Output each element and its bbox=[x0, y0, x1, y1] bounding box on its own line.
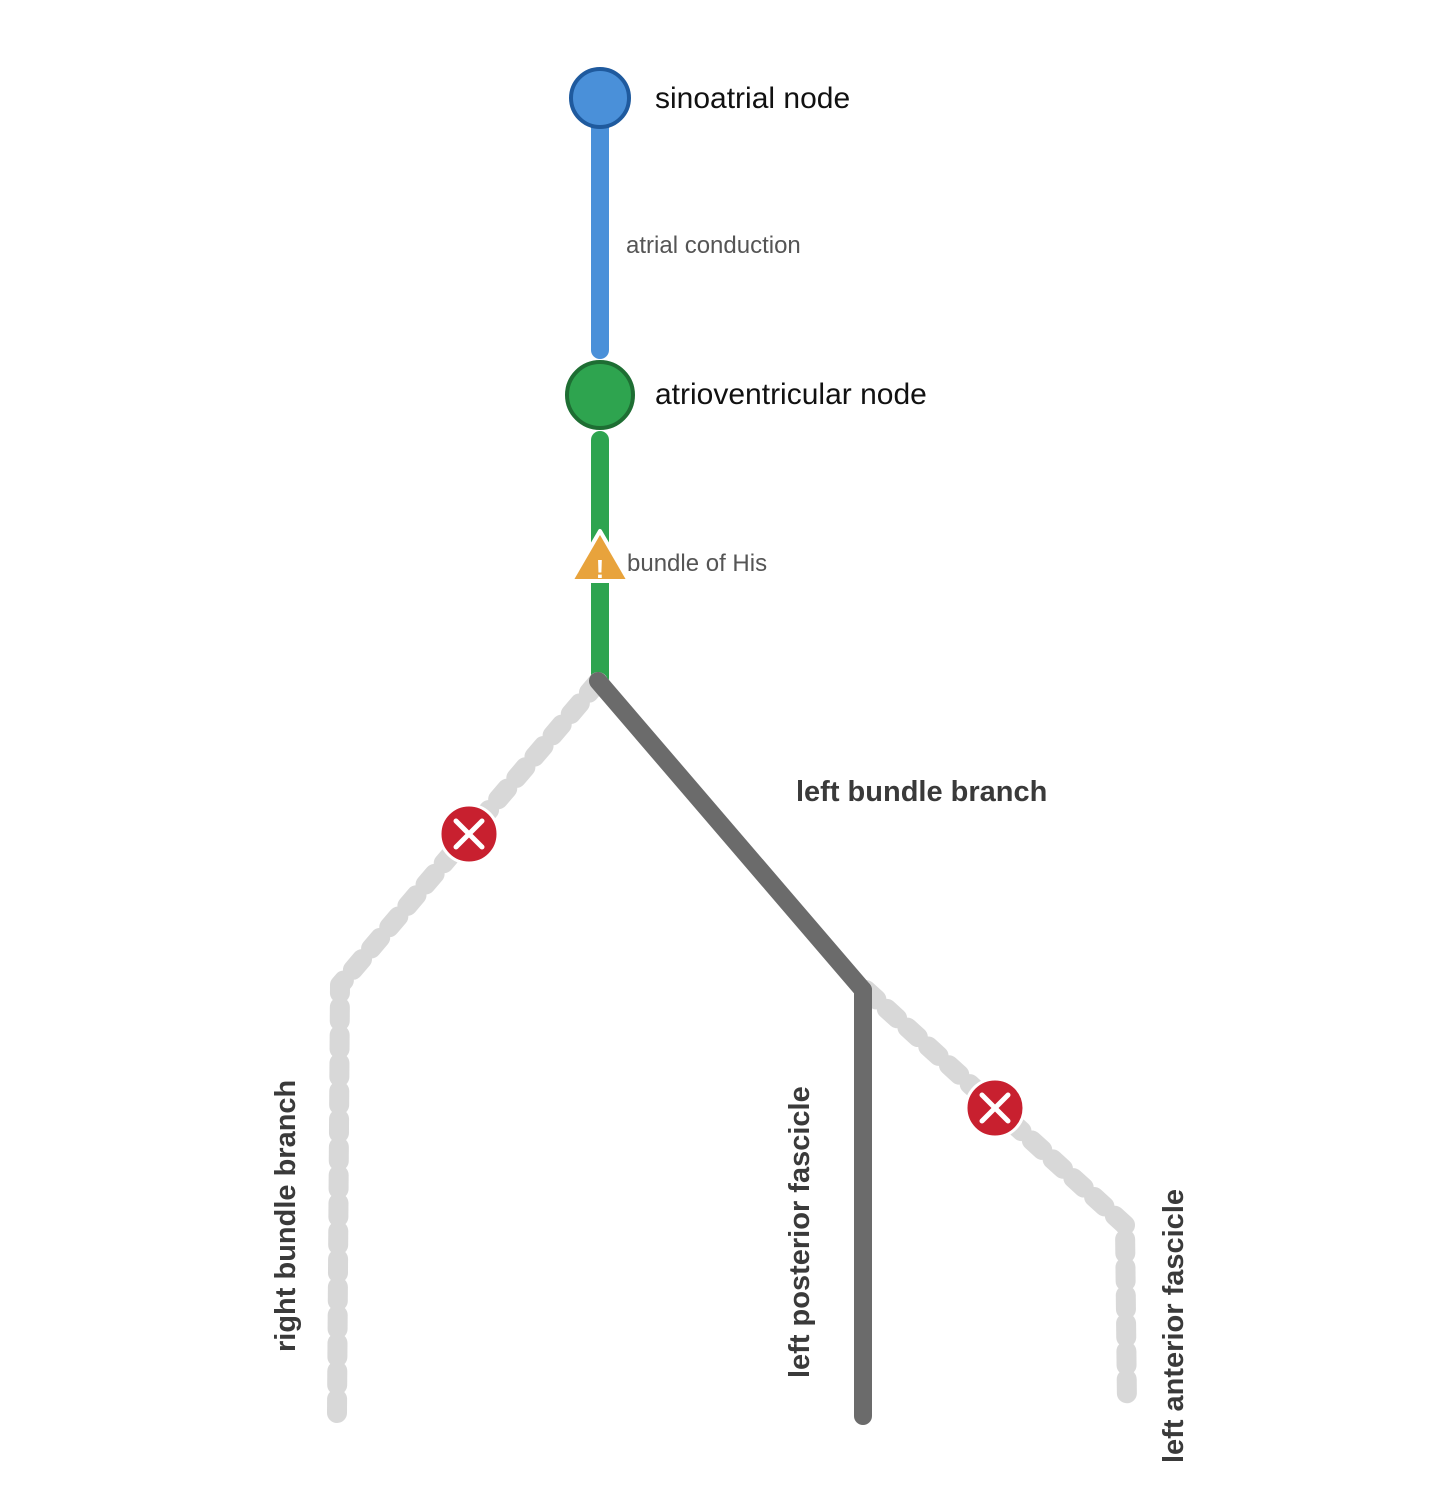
bundle-of-his-label: bundle of His bbox=[627, 550, 767, 577]
block-x-icon[interactable] bbox=[964, 1077, 1026, 1139]
left-anterior-fascicle-path bbox=[856, 980, 1137, 1415]
atrioventricular-node-marker[interactable] bbox=[565, 360, 635, 430]
left-anterior-fascicle-label: left anterior fascicle bbox=[1158, 1189, 1190, 1463]
atrial-conduction-label: atrial conduction bbox=[626, 232, 801, 259]
atrioventricular-node-label: atrioventricular node bbox=[655, 378, 927, 411]
left-posterior-fascicle-label: left posterior fascicle bbox=[784, 1086, 816, 1378]
block-x-icon[interactable] bbox=[438, 803, 500, 865]
right-bundle-branch-label: right bundle branch bbox=[270, 1080, 302, 1352]
right-bundle-branch-path bbox=[327, 672, 608, 1423]
left-bundle-branch-label: left bundle branch bbox=[796, 776, 1047, 808]
left-bundle-branch-path bbox=[589, 672, 872, 999]
warning-icon[interactable]: ! bbox=[569, 529, 631, 584]
sinoatrial-node-label: sinoatrial node bbox=[655, 82, 850, 115]
svg-text:!: ! bbox=[596, 554, 605, 584]
sinoatrial-node-marker[interactable] bbox=[569, 67, 631, 129]
